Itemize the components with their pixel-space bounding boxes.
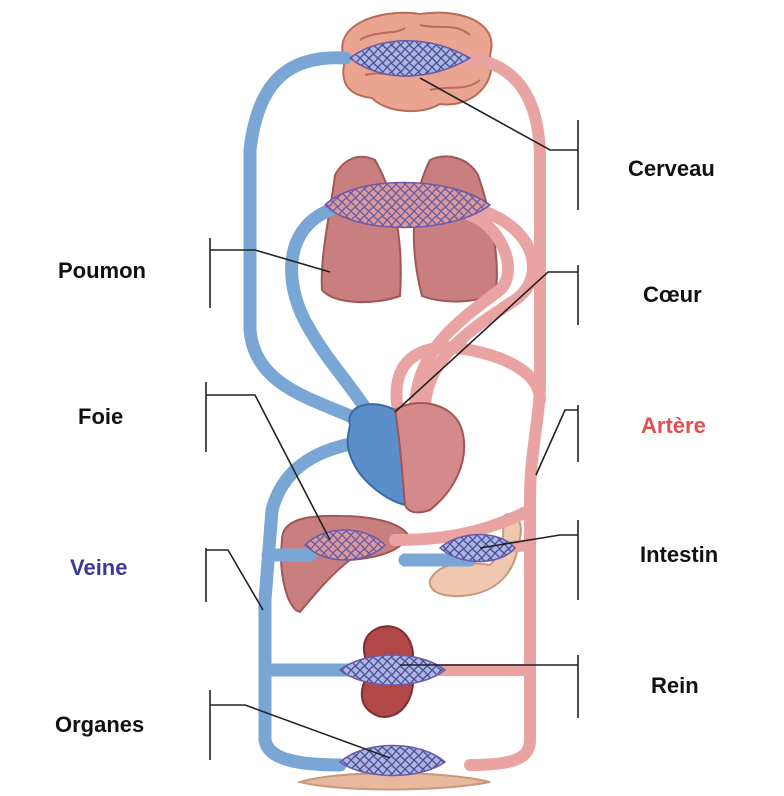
label-organes: Organes (55, 712, 144, 738)
label-intestin: Intestin (640, 542, 718, 568)
label-rein: Rein (651, 673, 699, 699)
heart-organ (348, 403, 465, 513)
label-poumon: Poumon (58, 258, 146, 284)
label-artere: Artère (641, 413, 706, 439)
label-veine: Veine (70, 555, 127, 581)
label-coeur: Cœur (643, 282, 702, 308)
lungs-organ (322, 156, 497, 302)
label-cerveau: Cerveau (628, 156, 715, 182)
label-foie: Foie (78, 404, 123, 430)
